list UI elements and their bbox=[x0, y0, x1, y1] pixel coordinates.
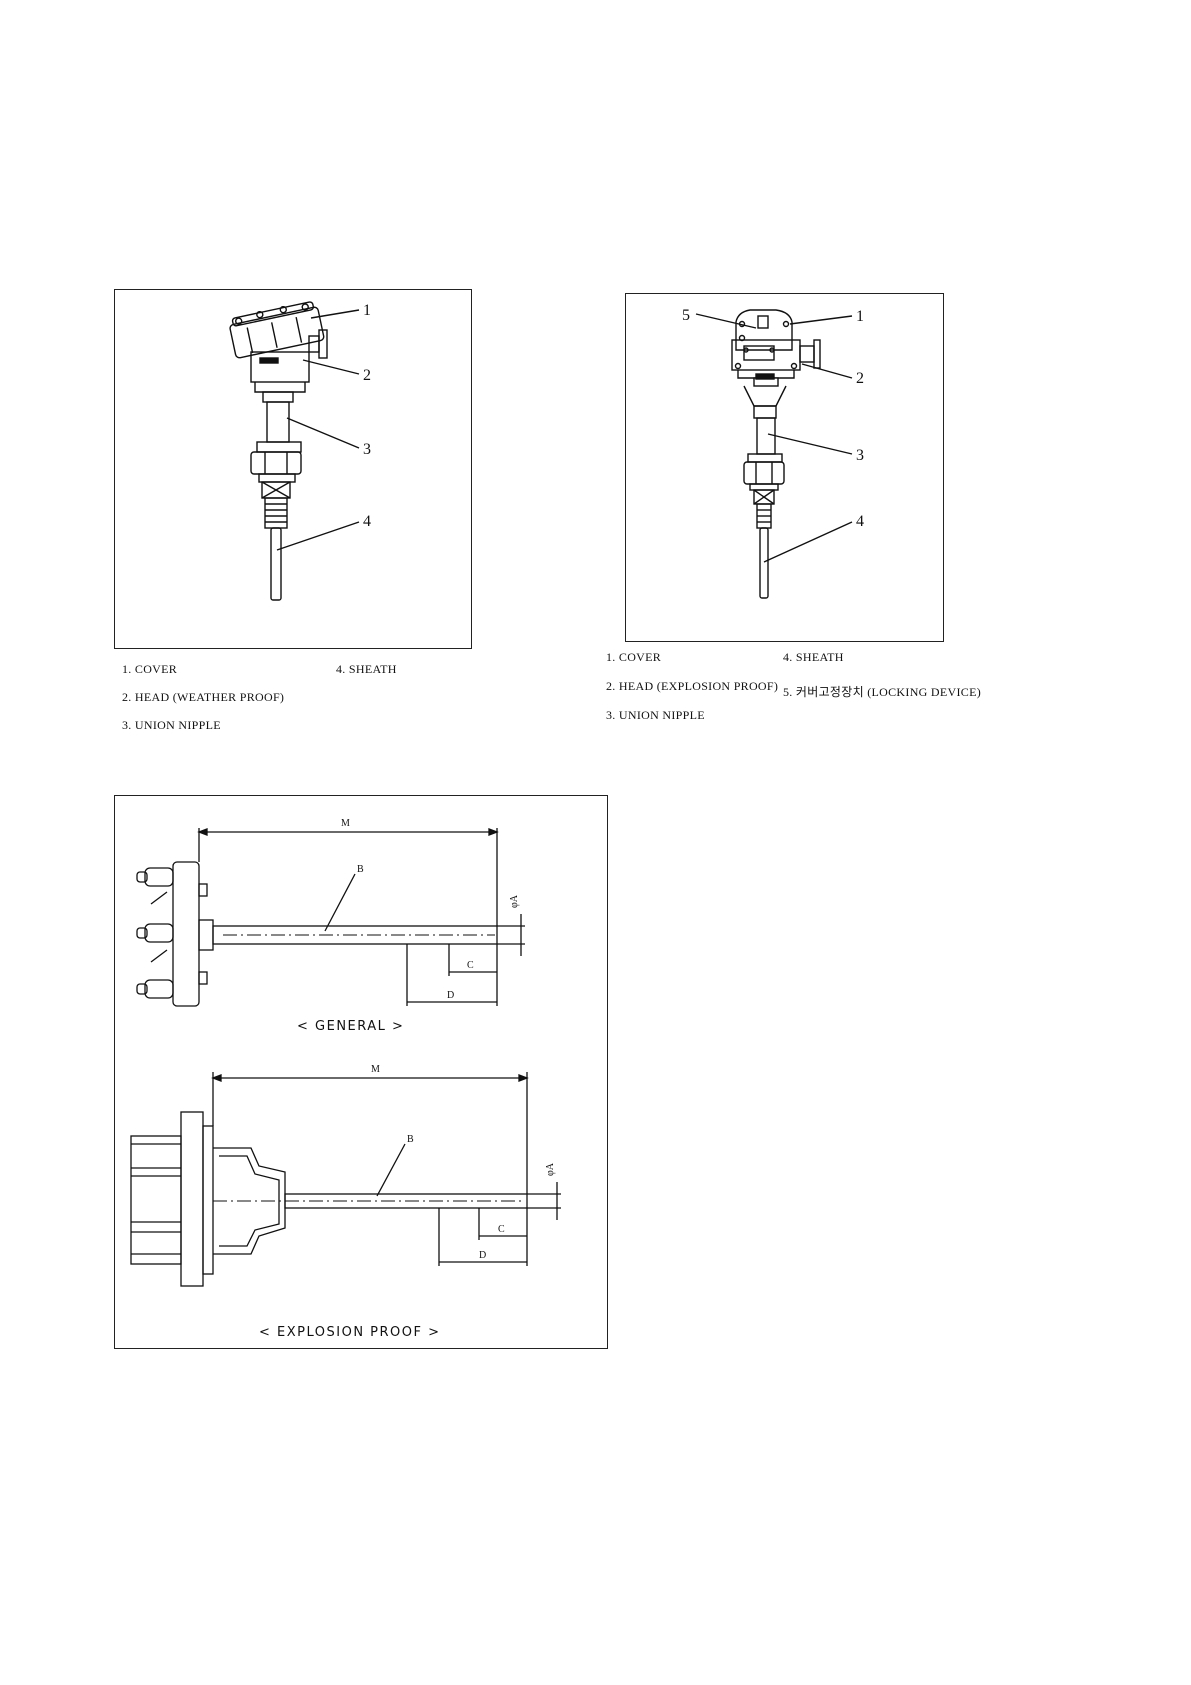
dim-m-label: M bbox=[371, 1064, 380, 1075]
caption-head: 2. HEAD (EXPLOSION PROOF) bbox=[606, 679, 778, 694]
callout-5: 5 bbox=[682, 307, 690, 324]
dim-phi-a-label: φA bbox=[509, 894, 520, 908]
explosion-title: < EXPLOSION PROOF > bbox=[259, 1325, 441, 1340]
callout-2: 2 bbox=[856, 370, 864, 387]
caption-sheath: 4. SHEATH bbox=[336, 662, 397, 677]
dim-d-label: D bbox=[447, 990, 454, 1001]
caption-union-nipple: 3. UNION NIPPLE bbox=[606, 708, 705, 723]
dimension-drawing-panel: M B φA C D < GENERAL > bbox=[114, 795, 608, 1349]
caption-cover: 1. COVER bbox=[606, 650, 661, 665]
explosionproof-thermometer-drawing: 5 1 2 3 4 bbox=[626, 294, 943, 641]
callout-1: 1 bbox=[856, 308, 864, 325]
dim-phi-a-label: φA bbox=[545, 1162, 556, 1176]
callout-3: 3 bbox=[363, 441, 371, 458]
explosion-flange-drawing bbox=[131, 1072, 561, 1286]
weatherproof-thermometer-drawing: 1 2 3 4 bbox=[115, 290, 471, 648]
caption-sheath: 4. SHEATH bbox=[783, 650, 844, 665]
dim-c-label: C bbox=[498, 1224, 505, 1235]
callout-4: 4 bbox=[363, 513, 371, 530]
dim-b-label: B bbox=[357, 864, 364, 875]
callout-4: 4 bbox=[856, 513, 864, 530]
general-flange-drawing bbox=[137, 828, 525, 1006]
caption-head: 2. HEAD (WEATHER PROOF) bbox=[122, 690, 284, 705]
callout-3: 3 bbox=[856, 447, 864, 464]
callout-1: 1 bbox=[363, 302, 371, 319]
dim-m-label: M bbox=[341, 818, 350, 829]
dim-c-label: C bbox=[467, 960, 474, 971]
dimension-drawings: M B φA C D < GENERAL > bbox=[115, 796, 607, 1348]
weatherproof-drawing-panel: 1 2 3 4 bbox=[114, 289, 472, 649]
general-title: < GENERAL > bbox=[297, 1019, 404, 1034]
dim-b-label: B bbox=[407, 1134, 414, 1145]
caption-locking-device: 5. 커버고정장치 (LOCKING DEVICE) bbox=[783, 683, 981, 700]
explosionproof-drawing-panel: 5 1 2 3 4 bbox=[625, 293, 944, 642]
callout-2: 2 bbox=[363, 367, 371, 384]
dim-d-label: D bbox=[479, 1250, 486, 1261]
caption-union-nipple: 3. UNION NIPPLE bbox=[122, 718, 221, 733]
caption-cover: 1. COVER bbox=[122, 662, 177, 677]
